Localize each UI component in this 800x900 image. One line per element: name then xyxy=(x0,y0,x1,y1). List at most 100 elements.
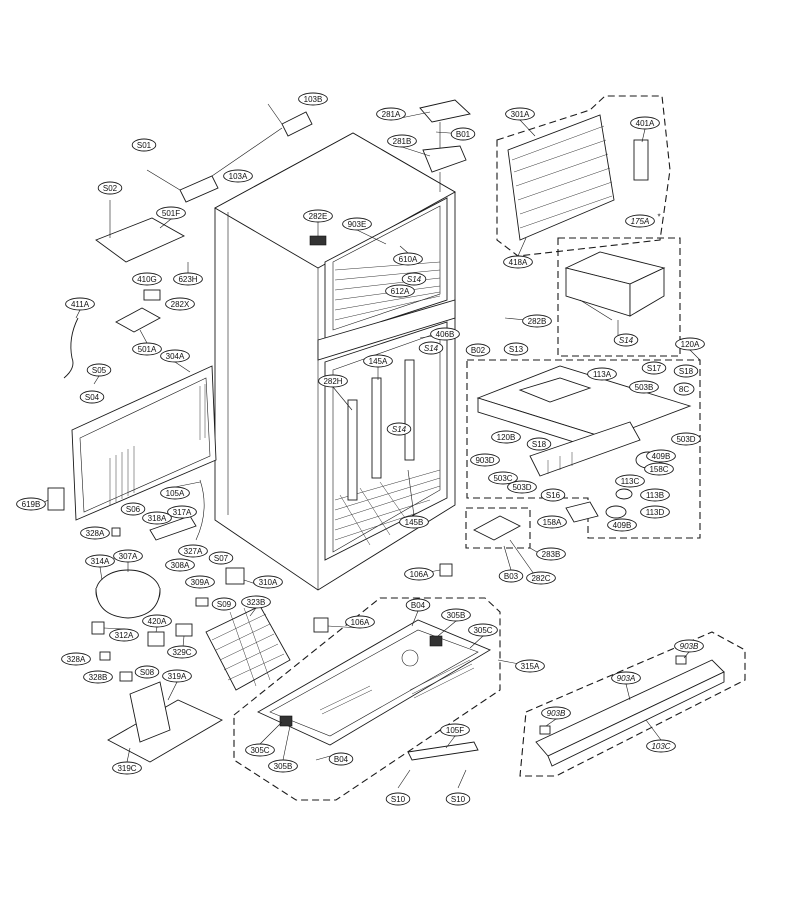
callout-oval xyxy=(208,551,234,565)
callout-oval xyxy=(318,374,348,388)
callout-s08: S08 xyxy=(134,665,160,679)
callout-oval xyxy=(109,628,139,642)
drain-pan xyxy=(107,681,223,763)
callout-283b: 283B xyxy=(536,547,566,561)
callout-text: 158C xyxy=(649,465,668,474)
callout-307a: 307A xyxy=(113,549,143,563)
callout-301a: 301A xyxy=(505,107,535,121)
callout-oval xyxy=(387,134,417,148)
callout-text: 409B xyxy=(613,521,632,530)
callout-903b: 903B xyxy=(541,706,571,720)
callout-text: 145B xyxy=(405,518,424,527)
callout-oval xyxy=(342,217,372,231)
callout-text: 145A xyxy=(369,357,388,366)
callout-text: S17 xyxy=(647,364,662,373)
callout-s14: S14 xyxy=(401,272,427,286)
callout-145a: 145A xyxy=(363,354,393,368)
callout-oval xyxy=(160,486,190,500)
callout-503c: 503C xyxy=(488,471,518,485)
callout-text: 315A xyxy=(521,662,540,671)
callout-text: S10 xyxy=(391,795,406,804)
foot-106a-right xyxy=(439,563,453,577)
drain-317a xyxy=(149,515,197,541)
callout-oval xyxy=(611,671,641,685)
callout-oval xyxy=(85,554,115,568)
callout-105f: 105F xyxy=(440,723,470,737)
compressor xyxy=(91,527,161,682)
callout-oval xyxy=(640,505,670,519)
callout-text: 623H xyxy=(178,275,197,284)
callout-text: 319C xyxy=(117,764,136,773)
callout-text: S02 xyxy=(103,184,118,193)
callout-text: B01 xyxy=(456,130,471,139)
callout-501f: 501F xyxy=(156,206,186,220)
callout-text: 903D xyxy=(475,456,494,465)
callout-text: 327A xyxy=(184,547,203,556)
callout-s14: S14 xyxy=(418,341,444,355)
callout-113a: 113A xyxy=(587,367,617,381)
callout-oval xyxy=(646,739,676,753)
freezer-grille xyxy=(334,261,441,321)
callout-s10: S10 xyxy=(385,792,411,806)
callout-oval xyxy=(16,497,46,511)
callout-text: 328A xyxy=(67,655,86,664)
lamp-socket xyxy=(143,289,161,301)
door-frame xyxy=(535,655,725,767)
callout-text: 175A xyxy=(631,217,650,226)
callout-oval xyxy=(165,558,195,572)
callout-oval xyxy=(673,364,699,378)
callout-text: S14 xyxy=(619,336,634,345)
callout-oval xyxy=(61,652,91,666)
callout-text: 328B xyxy=(89,673,108,682)
callout-305c: 305C xyxy=(468,623,498,637)
callout-oval xyxy=(131,138,157,152)
callout-oval xyxy=(507,480,537,494)
callout-text: 106A xyxy=(351,618,370,627)
callout-s07: S07 xyxy=(208,551,234,565)
callout-oval xyxy=(540,488,566,502)
callout-oval xyxy=(113,549,143,563)
callout-oval xyxy=(401,272,427,286)
callout-oval xyxy=(498,569,524,583)
callout-s17: S17 xyxy=(641,361,667,375)
callout-oval xyxy=(112,761,142,775)
callout-text: 305C xyxy=(250,746,269,755)
callout-oval xyxy=(241,595,271,609)
callout-text: S14 xyxy=(407,275,422,284)
callout-oval xyxy=(167,505,197,519)
callout-oval xyxy=(268,759,298,773)
callout-oval xyxy=(674,639,704,653)
connector-619b xyxy=(47,487,65,511)
base-group-border xyxy=(233,597,501,801)
callout-oval xyxy=(345,615,375,629)
callout-oval xyxy=(386,422,412,436)
callout-text: 281A xyxy=(382,110,401,119)
callout-oval xyxy=(450,127,476,141)
callout-text: 317A xyxy=(173,508,192,517)
callout-612a: 612A xyxy=(385,284,415,298)
callout-503d: 503D xyxy=(507,480,537,494)
callout-328b: 328B xyxy=(83,670,113,684)
callout-s14: S14 xyxy=(386,422,412,436)
callout-619b: 619B xyxy=(16,497,46,511)
power-cord xyxy=(63,317,79,379)
callout-158a: 158A xyxy=(537,515,567,529)
callout-text: 307A xyxy=(119,552,138,561)
callout-317a: 317A xyxy=(167,505,197,519)
callout-175a: 175A xyxy=(625,214,655,228)
callout-text: 120A xyxy=(681,340,700,349)
callout-oval xyxy=(441,608,471,622)
callout-oval xyxy=(607,518,637,532)
icemaker xyxy=(476,365,692,523)
callout-oval xyxy=(385,792,411,806)
callout-oval xyxy=(178,544,208,558)
callout-text: B03 xyxy=(504,572,519,581)
callout-oval xyxy=(526,437,552,451)
callout-oval xyxy=(644,462,674,476)
callout-103c: 103C xyxy=(646,739,676,753)
callout-410g: 410G xyxy=(132,272,162,286)
callout-text: 319A xyxy=(168,672,187,681)
callout-158c: 158C xyxy=(644,462,674,476)
callout-113b: 113B xyxy=(640,488,670,502)
callout-text: S18 xyxy=(679,367,694,376)
